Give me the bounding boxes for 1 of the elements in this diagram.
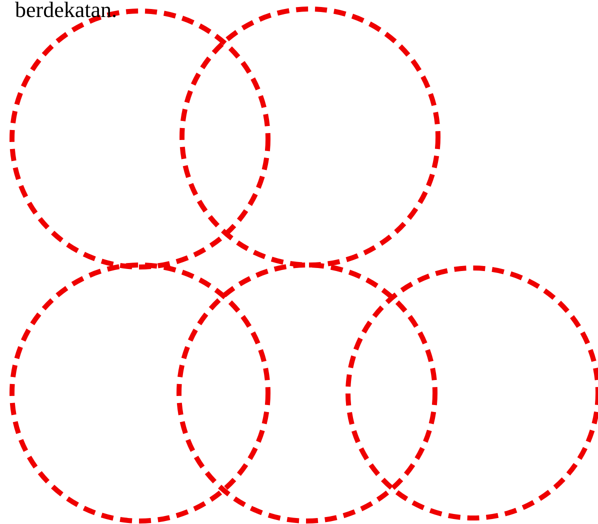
caption-text: berdekatan. — [15, 0, 117, 23]
